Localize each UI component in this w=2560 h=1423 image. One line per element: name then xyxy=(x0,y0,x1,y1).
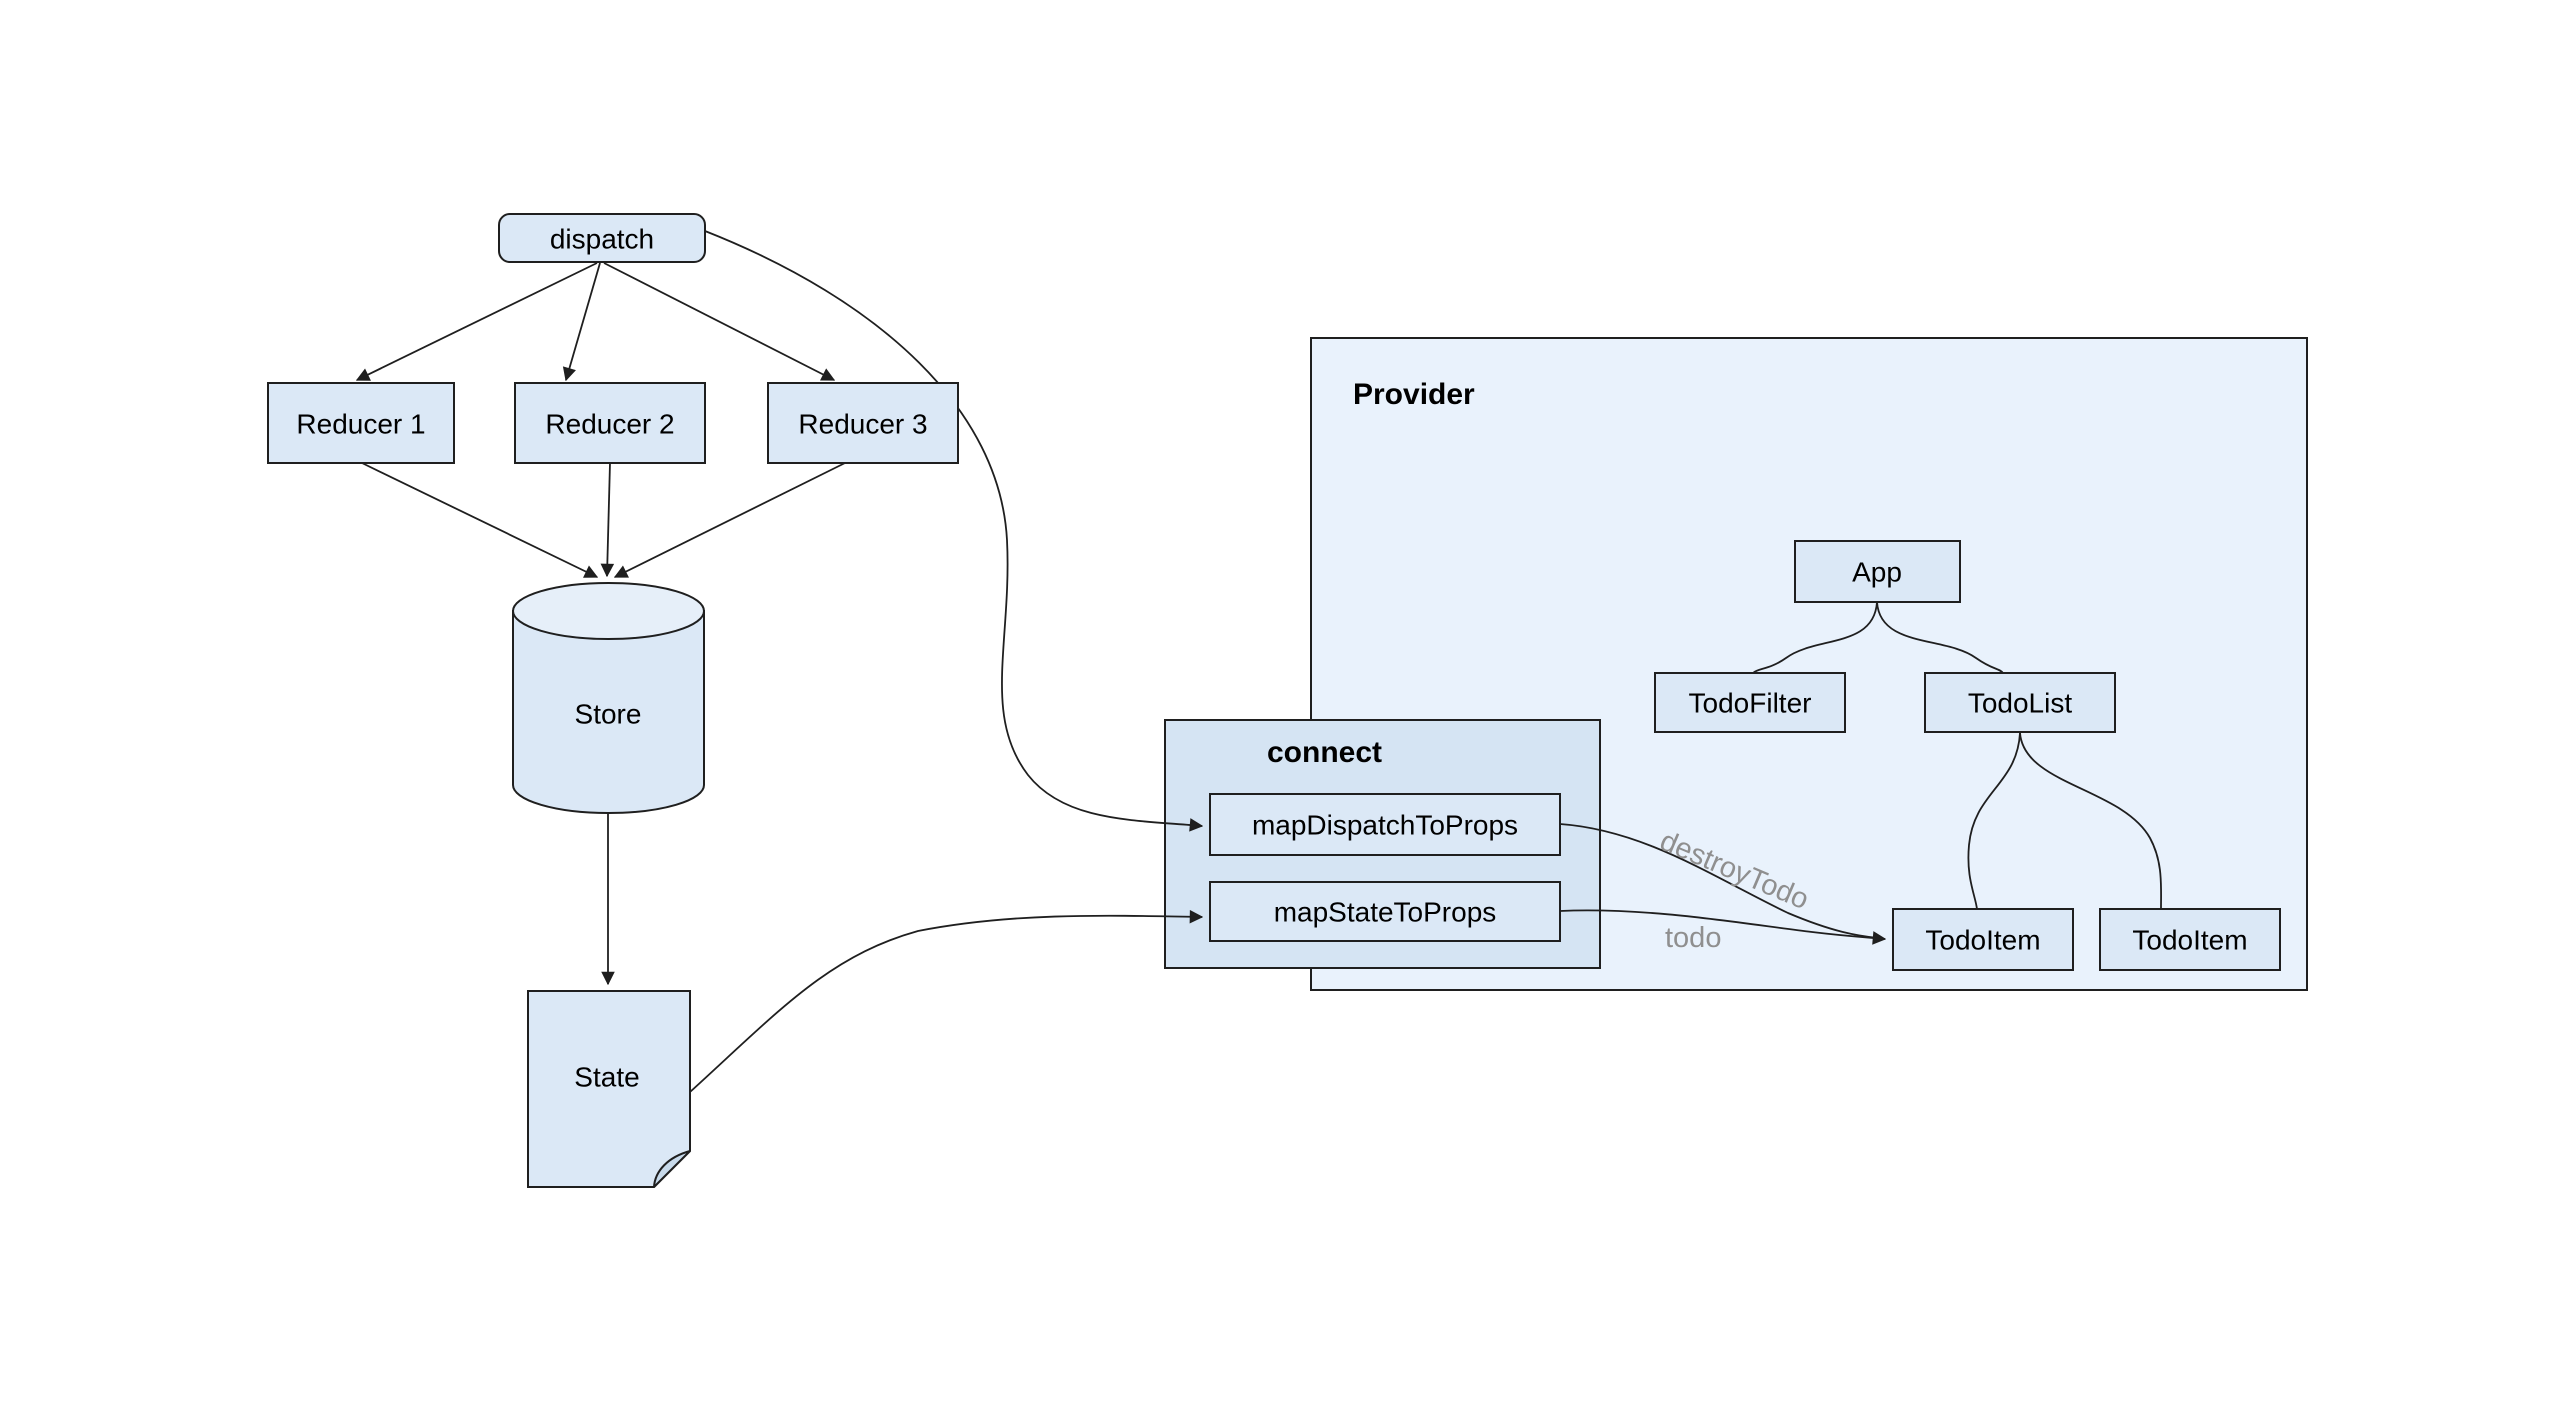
todoitem-left-label: TodoItem xyxy=(1925,925,2040,956)
reducer2-label: Reducer 2 xyxy=(545,409,674,440)
todoitem-right-node xyxy=(2099,908,2281,971)
edge-dispatch-to-mapdispatchtoprops xyxy=(704,230,1202,826)
todofilter-label: TodoFilter xyxy=(1689,688,1812,719)
reducer1-node xyxy=(267,382,455,464)
mapdispatchtoprops-node xyxy=(1209,793,1561,856)
edge-todolist-to-todoitem-right xyxy=(2019,732,2163,910)
edge-mapstatetoprops-to-todoitem xyxy=(1559,909,1885,939)
dispatch-node xyxy=(498,213,706,263)
reducer3-node xyxy=(767,382,959,464)
store-cylinder-body xyxy=(512,610,705,814)
mapstatetoprops-node xyxy=(1209,881,1561,942)
edge-state-to-mapstatetoprops xyxy=(689,916,1202,1093)
todoitem-right-label: TodoItem xyxy=(2132,925,2247,956)
edge-reducer1-to-store xyxy=(361,462,597,578)
app-label: App xyxy=(1852,557,1902,588)
app-node xyxy=(1794,540,1961,603)
todolist-node xyxy=(1924,672,2116,733)
edge-app-to-todofilter xyxy=(1752,601,1878,674)
edge-dispatch-to-reducer2 xyxy=(566,262,601,380)
reducer2-node xyxy=(514,382,706,464)
todolist-label: TodoList xyxy=(1968,688,2073,719)
connect-label: connect xyxy=(1267,736,1382,769)
reducer3-label: Reducer 3 xyxy=(798,409,927,440)
todoitem-left-node xyxy=(1892,908,2074,971)
edge-dispatch-to-reducer1 xyxy=(357,262,598,381)
mapdispatchtoprops-label: mapDispatchToProps xyxy=(1252,810,1518,841)
store-cylinder xyxy=(512,582,705,814)
state-label: State xyxy=(574,1062,639,1093)
todo-edge-label: todo xyxy=(1665,922,1721,954)
state-document xyxy=(527,990,691,1188)
mapstatetoprops-label: mapStateToProps xyxy=(1274,897,1497,928)
edge-mapdispatchtoprops-to-todoitem xyxy=(1559,823,1879,939)
edge-dispatch-to-reducer3 xyxy=(603,262,834,381)
edge-reducer3-to-store xyxy=(615,462,846,578)
edge-todolist-to-todoitem-left xyxy=(1967,732,2021,910)
store-cylinder-top xyxy=(512,582,705,640)
state-document-fold xyxy=(653,1150,691,1188)
dispatch-label: dispatch xyxy=(550,224,654,255)
reducer1-label: Reducer 1 xyxy=(296,409,425,440)
edge-reducer2-to-store xyxy=(607,462,610,576)
edge-app-to-todolist xyxy=(1876,601,2004,674)
store-label: Store xyxy=(575,699,642,730)
provider-label: Provider xyxy=(1353,378,1475,411)
todofilter-node xyxy=(1654,672,1846,733)
